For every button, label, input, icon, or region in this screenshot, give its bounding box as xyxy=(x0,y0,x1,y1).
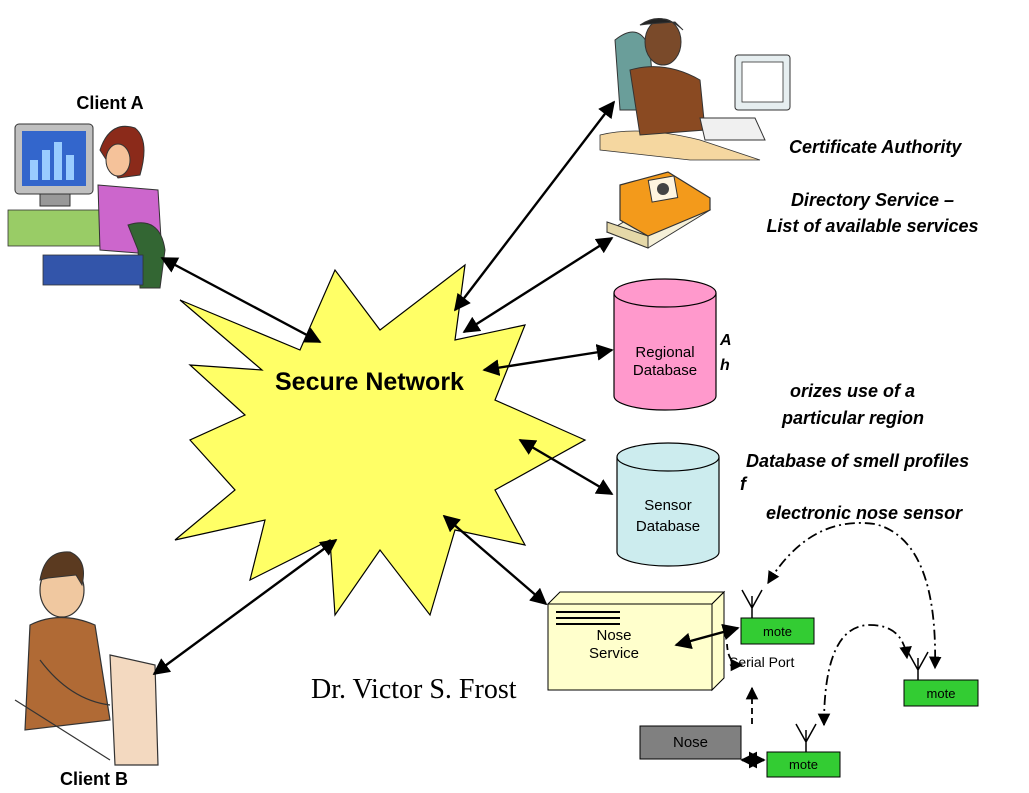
arrow-network-regional-db xyxy=(482,344,614,376)
sensor-note-line1: Database of smell profiles xyxy=(746,451,970,471)
nose-label: Nose xyxy=(672,734,709,751)
mote-label-1: mote xyxy=(763,624,792,639)
arrow-nose-service-mote xyxy=(674,623,740,650)
certificate-authority-illustration-icon xyxy=(599,18,791,161)
arrow-network-sensor-db xyxy=(518,438,614,496)
secure-network-label: Secure Network xyxy=(275,368,464,396)
arrow-network-directory xyxy=(462,236,614,334)
directory-service-label-line2: List of available services xyxy=(766,216,979,236)
nose-service-label-line1: Nose xyxy=(596,627,632,644)
regional-database-cylinder xyxy=(613,278,717,411)
arrow-client-a-network xyxy=(160,256,322,344)
regional-note-a: A xyxy=(720,332,732,349)
antenna-icons xyxy=(741,589,929,755)
serial-port-link xyxy=(726,643,744,672)
nose-box xyxy=(639,725,742,760)
directory-book-icon xyxy=(605,171,712,249)
wireless-link-middle xyxy=(817,624,912,727)
sensor-database-label-line1: Sensor xyxy=(644,497,692,514)
sensor-note-f: f xyxy=(740,474,746,494)
wireless-link-top xyxy=(767,522,942,670)
sensor-database-cylinder xyxy=(616,442,720,567)
nose-service-server xyxy=(546,590,726,692)
secure-network-starburst xyxy=(174,263,587,617)
nose-service-label-line2: Service xyxy=(588,645,640,662)
client-a-illustration-icon xyxy=(7,123,166,289)
mote-label-2: mote xyxy=(926,686,956,701)
regional-note-h: h xyxy=(720,357,730,374)
regional-note-line2: particular region xyxy=(782,408,925,428)
regional-database-label-line2: Database xyxy=(632,362,698,379)
arrow-client-b-network xyxy=(152,539,338,675)
mote-box-2 xyxy=(903,679,979,707)
arrow-network-nose-service xyxy=(442,514,548,606)
sensor-note-line2: electronic nose sensor xyxy=(766,503,963,523)
regional-note-line1: orizes use of a xyxy=(790,381,916,401)
regional-database-label-line1: Regional xyxy=(635,344,695,361)
client-b-label: Client B xyxy=(59,769,128,789)
mote-label-3: mote xyxy=(789,757,818,772)
directory-service-label-line1: Directory Service – xyxy=(790,190,955,210)
sensor-database-label-line2: Database xyxy=(635,518,701,535)
mote-box-3 xyxy=(766,751,841,778)
certificate-authority-label: Certificate Authority xyxy=(789,137,962,157)
author-credit: Dr. Victor S. Frost xyxy=(311,674,517,705)
arrow-network-ca xyxy=(453,100,616,312)
client-b-illustration-icon xyxy=(14,551,159,766)
client-a-label: Client A xyxy=(76,93,144,113)
serial-port-label: Serial Port xyxy=(729,654,795,670)
